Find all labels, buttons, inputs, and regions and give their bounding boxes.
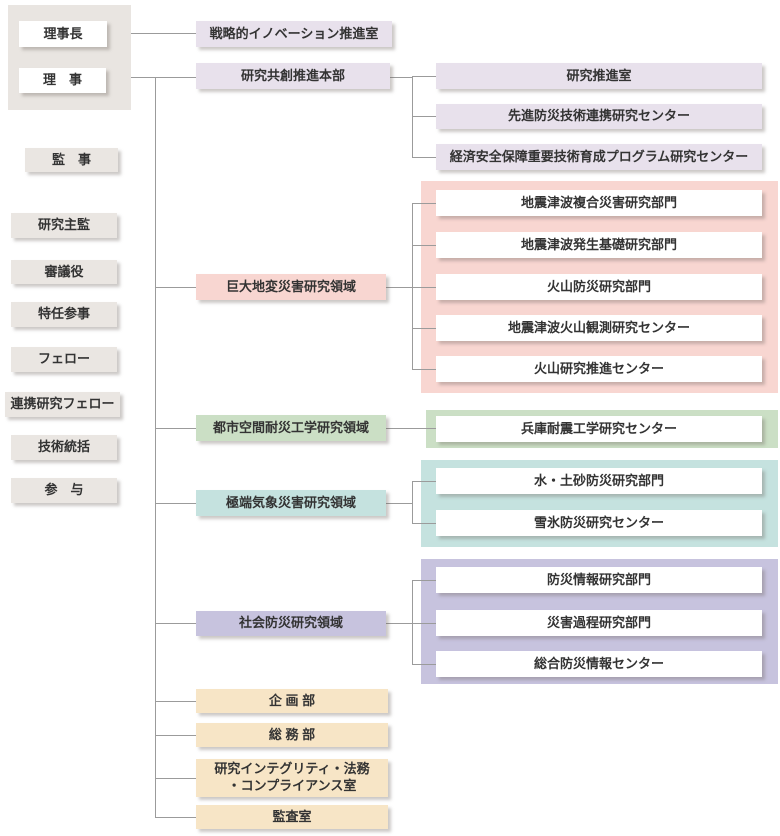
- officer-box-advisor: 参 与: [11, 478, 117, 503]
- connector-stub: [155, 778, 196, 779]
- strategic-innovation-office-box: 戦略的イノベーション推進室: [196, 21, 392, 47]
- officer-box-councillor: 審議役: [11, 260, 117, 284]
- connector-stub: [155, 735, 196, 736]
- connector-weather-bracket: [386, 503, 412, 504]
- division-box-social-resilience: 社会防災研究領域: [196, 611, 386, 636]
- dept-box-eq-tsunami-volcano-obs: 地震津波火山観測研究センター: [436, 315, 762, 341]
- division-box-urban-resilience: 都市空間耐災工学研究領域: [196, 415, 386, 441]
- admin-box-integrity-compliance: 研究インテグリティ・法務 ・コンプライアンス室: [196, 759, 388, 797]
- connector-hq-bracket: [390, 77, 412, 78]
- officer-box-collab-fellow: 連携研究フェロー: [5, 392, 120, 417]
- dept-box-eq-tsunami-compound: 地震津波複合災害研究部門: [436, 190, 762, 216]
- officer-box-tech-director: 技術統括: [11, 435, 117, 460]
- connector-stub: [412, 116, 436, 117]
- connector-eeng: [386, 428, 436, 429]
- connector-stub: [412, 203, 436, 204]
- dept-box-dp-information: 防災情報研究部門: [436, 567, 762, 593]
- connector-weather-bracket: [412, 481, 413, 523]
- connector-stub: [412, 664, 436, 665]
- connector-geohazard-bracket: [412, 203, 413, 369]
- connector-stub: [412, 369, 436, 370]
- research-cocreation-hq-box: 研究共創推進本部: [196, 63, 390, 89]
- hq-child-box-advanced-tech-center: 先進防災技術連携研究センター: [436, 104, 762, 129]
- connector-stub: [412, 328, 436, 329]
- dept-box-integrated-dp-info: 総合防災情報センター: [436, 651, 762, 677]
- admin-box-general-affairs: 総 務 部: [196, 723, 388, 747]
- dept-box-volcano-dp: 火山防災研究部門: [436, 274, 762, 300]
- president-box: 理事長: [19, 21, 107, 47]
- division-box-extreme-weather: 極端気象災害研究領域: [196, 490, 386, 516]
- connector-social-bracket: [412, 580, 413, 664]
- admin-box-planning: 企 画 部: [196, 689, 388, 713]
- officer-box-research-supervisor: 研究主監: [11, 213, 117, 238]
- connector-trunk: [155, 77, 156, 818]
- hq-child-box-promotion-office: 研究推進室: [436, 63, 762, 89]
- dept-box-eq-tsunami-genesis: 地震津波発生基礎研究部門: [436, 232, 762, 258]
- connector-social-bracket: [386, 623, 436, 624]
- connector-stub: [155, 287, 196, 288]
- connector-stub: [412, 481, 436, 482]
- connector-stub: [412, 157, 436, 158]
- connector-stub: [155, 623, 196, 624]
- dept-box-snow-ice: 雪氷防災研究センター: [436, 510, 762, 536]
- connector-stub: [155, 428, 196, 429]
- officer-box-special-advisor: 特任参事: [11, 302, 117, 327]
- dept-box-hyogo-eeng: 兵庫耐震工学研究センター: [436, 416, 762, 442]
- connector-geohazard-bracket: [386, 287, 436, 288]
- hq-child-box-kprogram-center: 経済安全保障重要技術育成プログラム研究センター: [436, 144, 762, 170]
- dept-box-volcano-promotion: 火山研究推進センター: [436, 356, 762, 382]
- officer-box-fellow: フェロー: [11, 347, 117, 372]
- connector-stub: [412, 580, 436, 581]
- connector-stub: [155, 817, 196, 818]
- connector-stub: [155, 503, 196, 504]
- connector-stub: [155, 701, 196, 702]
- officer-box-auditor: 監 事: [25, 148, 118, 172]
- dept-box-disaster-process: 災害過程研究部門: [436, 610, 762, 636]
- dept-box-water-sediment: 水・土砂防災研究部門: [436, 468, 762, 494]
- connector-stub: [412, 76, 436, 77]
- director-box: 理 事: [19, 68, 106, 93]
- admin-box-audit: 監査室: [196, 805, 388, 829]
- connector-president-strategic: [131, 33, 196, 34]
- division-box-geohazard: 巨大地変災害研究領域: [196, 274, 386, 300]
- connector-stub: [412, 245, 436, 246]
- connector-stub: [412, 523, 436, 524]
- connector-director-hq: [131, 77, 196, 78]
